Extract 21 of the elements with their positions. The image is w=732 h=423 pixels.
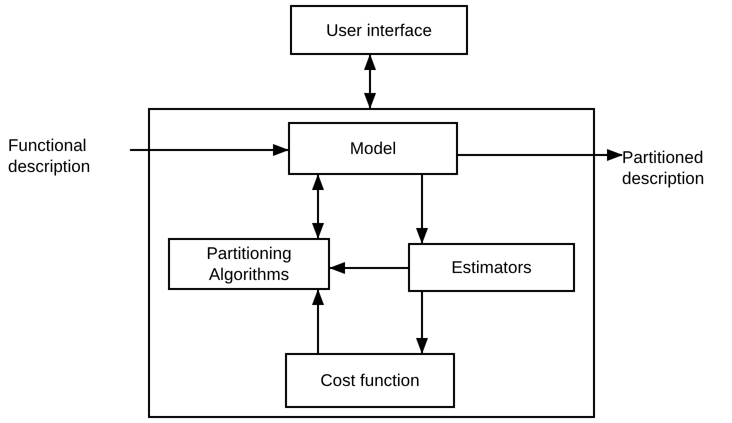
process-box [290,5,468,55]
box-label: Model [348,138,398,159]
box-label: Estimators [450,257,533,278]
double-arrow [364,54,376,109]
double-arrow [312,174,324,239]
process-box [408,243,575,292]
arrow [312,289,324,353]
arrow [416,292,428,354]
arrow [416,175,428,244]
process-box [288,122,458,175]
text-label: Partitioned description [622,147,706,189]
box-label: User interface [325,20,433,40]
arrow [130,144,289,156]
arrow [458,149,623,161]
text-label: Functional description [8,135,92,177]
box-label: Cost function [319,370,421,391]
process-box [285,353,455,408]
process-box [168,238,330,290]
system-frame [148,108,595,418]
box-label: Partitioning Algorithms [205,243,293,285]
arrow [329,262,408,274]
